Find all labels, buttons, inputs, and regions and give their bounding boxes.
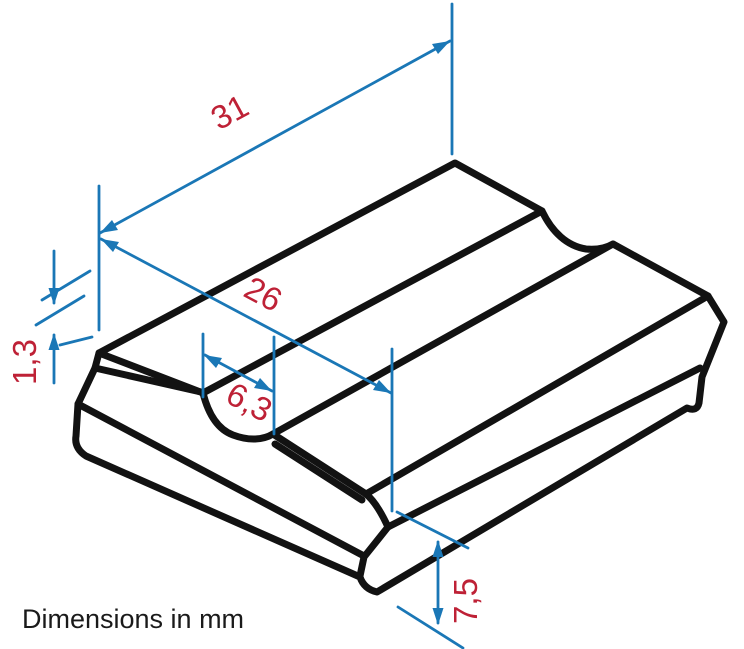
groove1-shoulder-left <box>199 207 546 397</box>
groove2-bottom-edge <box>384 364 704 531</box>
dim-31-label: 31 <box>205 87 255 137</box>
dim-75-arrowhead-down-icon <box>432 608 444 625</box>
part-outline <box>72 159 728 596</box>
dim-75-tick-upper <box>395 510 470 550</box>
dim-13-arrowhead-up-icon <box>48 333 60 350</box>
dim-26-arrowhead-right-icon <box>373 380 391 393</box>
edge-land-line-left <box>91 364 205 396</box>
chamfer-line <box>74 400 368 560</box>
dim-31-arrowhead-left-icon <box>100 220 118 233</box>
dim-13-label: 1,3 <box>6 339 43 385</box>
groove2-shoulder <box>362 292 712 498</box>
groove2-corner-cove <box>362 490 392 531</box>
units-note: Dimensions in mm <box>22 604 244 634</box>
dim-63-arrowhead-left-icon <box>204 355 222 368</box>
dimension-annotations: 31 26 6,3 1,3 <box>6 2 484 649</box>
dim-31-arrowhead-right-icon <box>432 41 450 54</box>
dim-63-arrowhead-right-icon <box>254 378 272 391</box>
dim-width-26: 26 <box>99 237 394 513</box>
groove1-cove-profile <box>199 389 277 443</box>
dim-land-1-3: 1,3 <box>6 249 94 385</box>
dim-75-tick-lower <box>396 605 465 649</box>
edge-land-line-right <box>271 440 366 504</box>
dim-26-arrowhead-left-icon <box>101 239 119 252</box>
dim-31-line <box>98 39 452 235</box>
dim-26-line <box>99 237 393 395</box>
dim-height-7-5: 7,5 <box>395 510 484 649</box>
part-geometry <box>72 159 728 596</box>
dim-13-tick-stub <box>58 335 94 347</box>
dim-75-arrowhead-up-icon <box>432 540 444 557</box>
dim-13-tick-upper <box>40 269 92 302</box>
groove1-shoulder-right <box>269 240 617 438</box>
front-left-face-right-edge <box>356 523 392 580</box>
dim-75-label: 7,5 <box>447 578 484 624</box>
dim-13-tick-lower <box>34 294 86 327</box>
